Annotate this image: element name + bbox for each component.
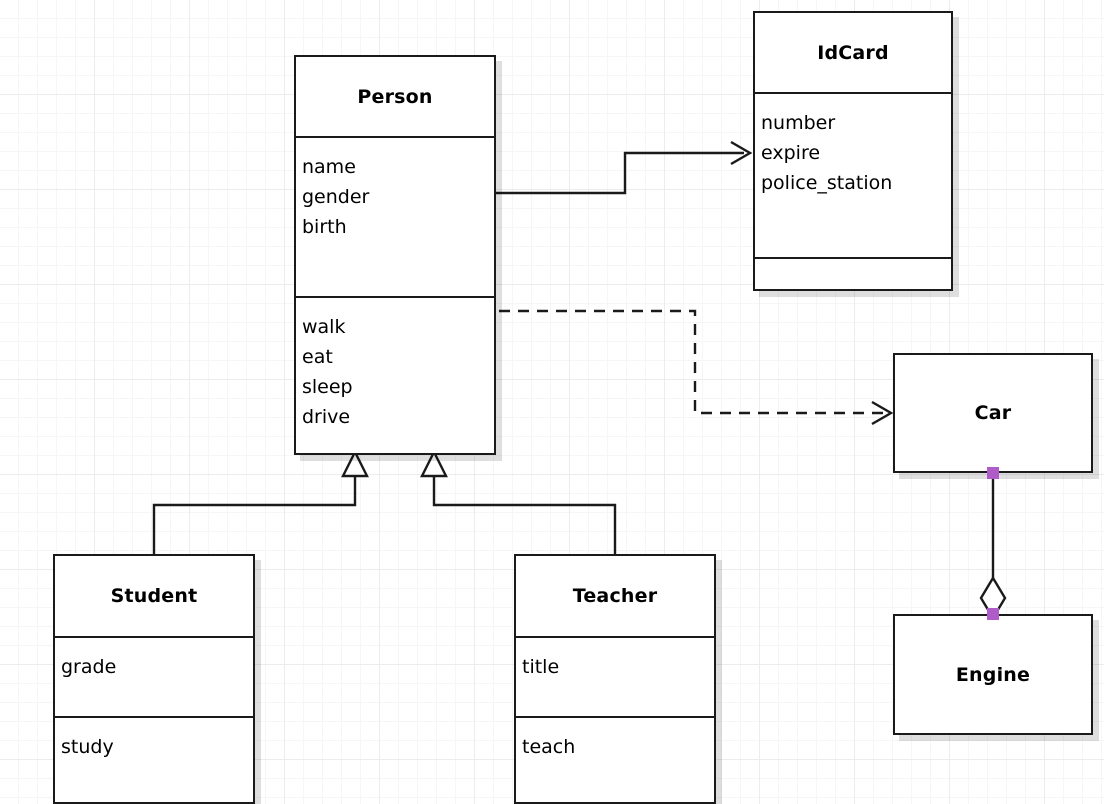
class-name-label: Car	[974, 402, 1012, 424]
attribute-item: expire	[761, 142, 821, 164]
method-item: walk	[302, 316, 346, 338]
class-methods-teacher: teach	[516, 716, 714, 802]
class-name-label: Teacher	[572, 585, 658, 607]
attribute-item: police_station	[761, 172, 893, 194]
class-title-engine: Engine	[895, 616, 1091, 733]
edge-person-idcard	[496, 140, 753, 195]
attribute-item: name	[302, 156, 356, 178]
class-name-label: Student	[110, 585, 198, 607]
method-item: teach	[522, 736, 576, 758]
class-box-student[interactable]: Student grade study	[53, 554, 255, 804]
class-methods-student: study	[55, 716, 253, 802]
method-item: study	[61, 736, 114, 758]
class-attributes-person: name gender birth	[296, 136, 494, 296]
class-name-label: Person	[357, 85, 433, 108]
class-box-teacher[interactable]: Teacher title teach	[514, 554, 716, 804]
class-title-student: Student	[55, 556, 253, 636]
class-attributes-idcard: number expire police_station	[755, 92, 951, 257]
edge-person-car	[499, 309, 894, 426]
attribute-item: grade	[61, 656, 117, 678]
class-attributes-student: grade	[55, 636, 253, 716]
class-title-person: Person	[296, 57, 494, 136]
connection-endpoint-engine[interactable]	[987, 608, 999, 620]
class-methods-person: walk eat sleep drive	[296, 296, 494, 453]
class-box-person[interactable]: Person name gender birth walk eat sleep …	[294, 55, 496, 455]
class-box-engine[interactable]: Engine	[893, 614, 1093, 735]
class-attributes-teacher: title	[516, 636, 714, 716]
attribute-item: title	[522, 656, 560, 678]
edge-car-engine	[979, 473, 1007, 621]
class-title-car: Car	[895, 355, 1091, 471]
method-item: eat	[302, 346, 333, 368]
edge-teacher-person	[420, 449, 617, 554]
attribute-item: number	[761, 112, 836, 134]
class-box-idcard[interactable]: IdCard number expire police_station	[753, 11, 953, 291]
method-item: sleep	[302, 376, 353, 398]
class-name-label: Engine	[955, 663, 1031, 686]
edge-student-person	[152, 449, 369, 554]
class-methods-idcard	[755, 257, 951, 289]
connection-endpoint-car[interactable]	[987, 467, 999, 479]
class-name-label: IdCard	[817, 41, 889, 64]
class-title-teacher: Teacher	[516, 556, 714, 636]
class-box-car[interactable]: Car	[893, 353, 1093, 473]
method-item: drive	[302, 406, 351, 428]
attribute-item: gender	[302, 186, 370, 208]
class-title-idcard: IdCard	[755, 13, 951, 92]
attribute-item: birth	[302, 216, 347, 238]
